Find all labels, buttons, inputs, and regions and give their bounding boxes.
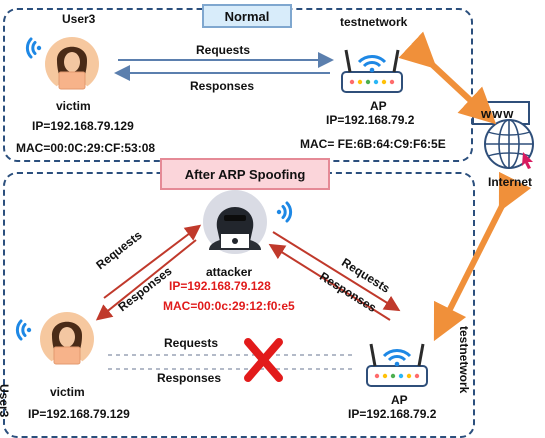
right-requests-arrow <box>272 231 401 312</box>
blocked-x-icon <box>244 338 283 382</box>
top-victim-wifi-icon <box>25 37 43 59</box>
bottom-user-name: User3 <box>0 384 11 418</box>
top-network-name: testnetwork <box>340 15 408 29</box>
top-ap-ip: IP=192.168.79.2 <box>326 113 415 127</box>
attacker-ip: IP=192.168.79.128 <box>169 279 271 293</box>
attacker-mac: MAC=00:0c:29:12:f0:e5 <box>163 299 295 313</box>
blocked-responses-label: Responses <box>157 371 222 385</box>
top-victim-avatar <box>44 36 100 92</box>
right-responses-arrow <box>268 243 391 321</box>
top-ap-mac: MAC= FE:6B:64:C9:F6:5E <box>300 137 446 151</box>
attacker-wifi-icon <box>275 201 293 223</box>
internet-browser-text: www <box>481 106 515 121</box>
bottom-ap-ip: IP=192.168.79.2 <box>348 407 437 421</box>
top-victim-label: victim <box>56 99 91 113</box>
top-victim-ip: IP=192.168.79.129 <box>32 119 134 133</box>
top-ap-label: AP <box>370 99 387 113</box>
left-responses-arrow <box>95 239 197 321</box>
top-responses-label: Responses <box>190 79 255 93</box>
bottom-ap-router-icon <box>365 342 429 388</box>
bottom-network-name: testnetwork <box>457 326 471 394</box>
top-ap-router-icon <box>340 48 404 94</box>
top-victim-mac: MAC=00:0C:29:CF:53:08 <box>16 141 156 155</box>
bottom-victim-ip: IP=192.168.79.129 <box>28 407 130 421</box>
top-requests-label: Requests <box>196 43 251 57</box>
top-internet-link-arrow <box>398 31 497 125</box>
bottom-ap-label: AP <box>391 393 408 407</box>
internet-label: Internet <box>488 175 533 189</box>
bottom-internet-link-arrow <box>433 171 532 342</box>
attacker-avatar <box>203 190 267 254</box>
bottom-victim-wifi-icon <box>15 319 33 341</box>
bottom-victim-avatar <box>39 311 95 367</box>
top-user-name: User3 <box>62 12 96 26</box>
bottom-victim-label: victim <box>50 385 85 399</box>
attacker-label: attacker <box>206 265 253 279</box>
normal-section-label: Normal <box>202 4 292 28</box>
after-spoofing-section-label: After ARP Spoofing <box>160 158 330 190</box>
left-requests-arrow <box>103 224 202 299</box>
diagram-canvas <box>15 31 534 388</box>
blocked-requests-label: Requests <box>164 336 219 350</box>
